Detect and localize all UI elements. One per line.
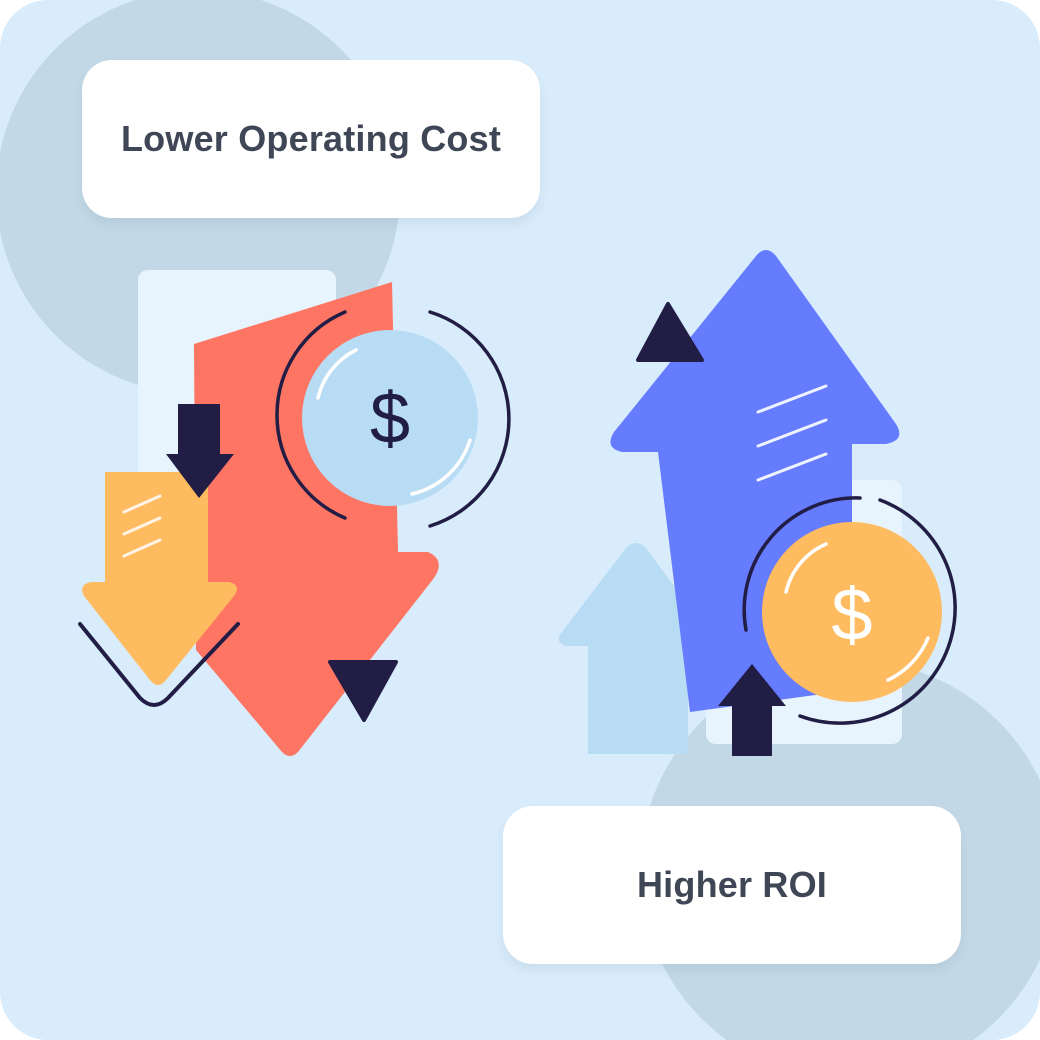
higher-roi-card: Higher ROI: [503, 806, 961, 964]
navy-up-arrow-icon: [718, 664, 786, 756]
navy-up-triangle-icon: [636, 302, 704, 362]
coin-dollar-sign: $: [370, 379, 410, 459]
check-outline-icon: [78, 622, 240, 707]
light-blue-up-arrow-icon: [558, 543, 712, 754]
navy-down-triangle-icon: [328, 660, 398, 722]
blue-dollar-coin-icon: $: [275, 310, 511, 528]
higher-roi-label: Higher ROI: [636, 864, 827, 905]
coin-dollar-sign: $: [831, 573, 872, 656]
lower-operating-cost-card: Lower Operating Cost: [82, 60, 540, 218]
lower-cost-illustration: $: [78, 270, 511, 756]
gold-dollar-coin-icon: $: [742, 496, 957, 725]
orange-down-arrow-icon: [82, 472, 237, 685]
lower-operating-cost-label: Lower Operating Cost: [120, 118, 502, 159]
blue-arrow-lines: [756, 384, 828, 482]
navy-down-arrow-icon: [166, 404, 234, 498]
orange-arrow-lines: [122, 494, 162, 558]
higher-roi-illustration: $: [558, 250, 957, 756]
